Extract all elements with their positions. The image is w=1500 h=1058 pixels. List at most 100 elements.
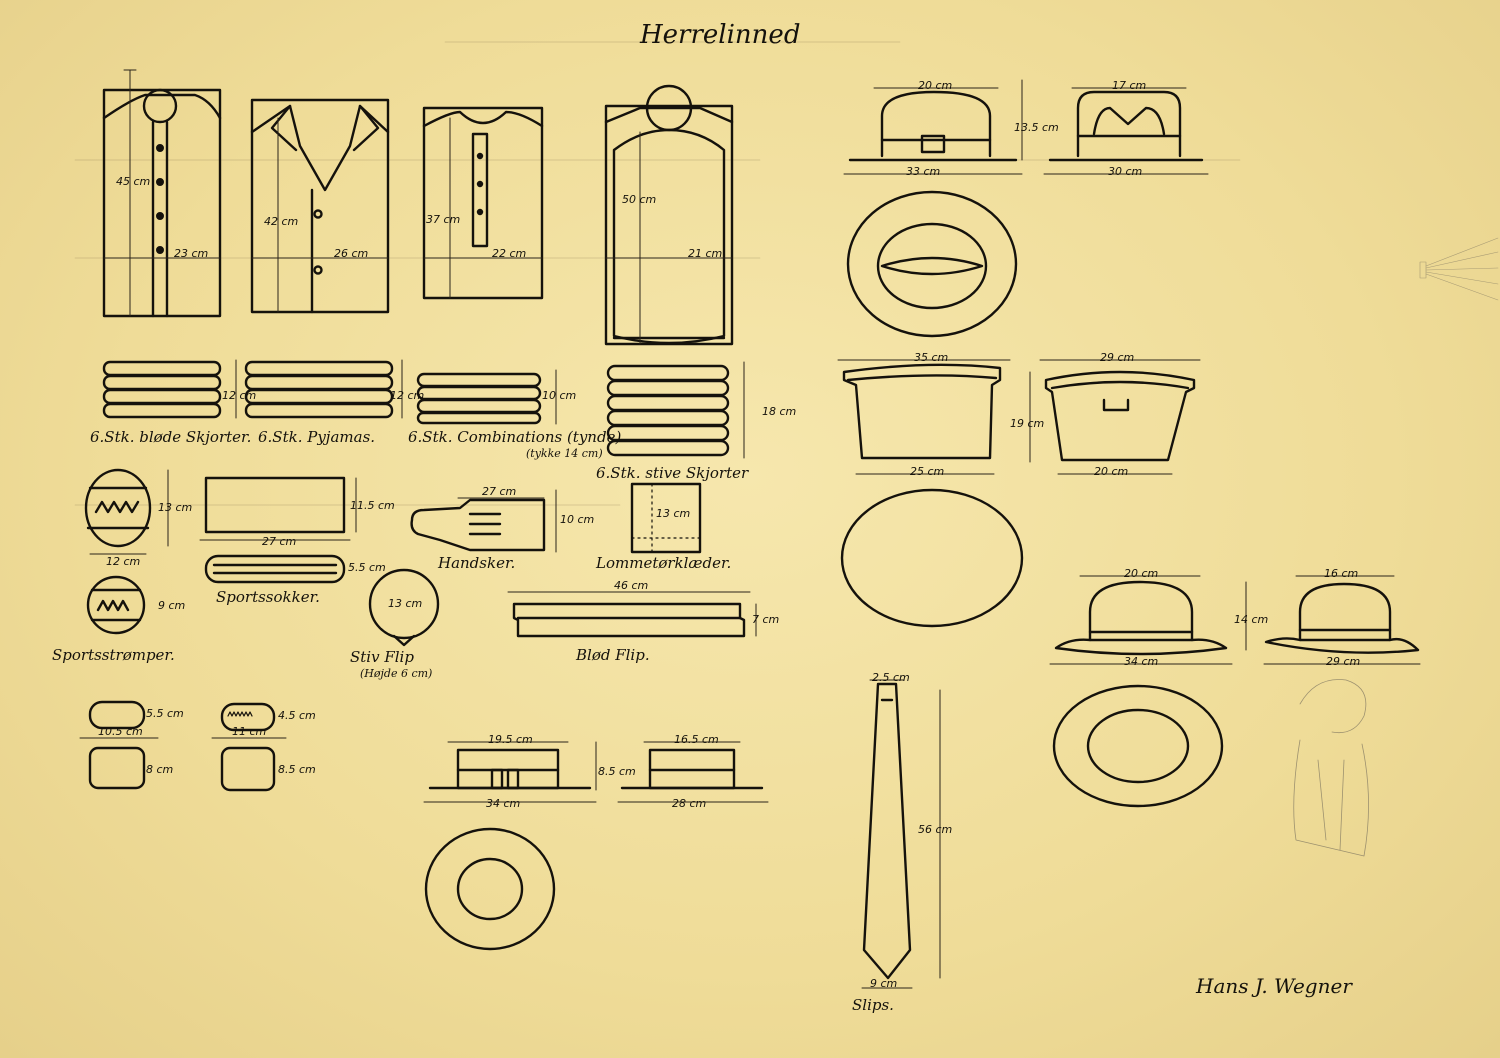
homburg-icon [848, 90, 1018, 162]
dim-hatbox2-top: 29 cm [1100, 351, 1135, 364]
dim-stack4: 18 cm [762, 405, 797, 418]
dim-shirt2-h: 42 cm [264, 215, 299, 228]
sock-ball-1-icon [84, 468, 152, 548]
dim-bowler1-top: 20 cm [1124, 567, 1159, 580]
label-gloves: Handsker. [438, 554, 516, 572]
dim-soft-collar-h: 7 cm [752, 613, 780, 626]
sport-socks-icon [204, 554, 346, 584]
stack-soft-shirts-icon [102, 360, 222, 419]
hatbox-top-icon [840, 488, 1024, 628]
shirt-3-icon [422, 106, 544, 300]
pencil-sketch-rays [1419, 237, 1499, 301]
glove-icon [410, 498, 546, 552]
dim-collar-ring: 13 cm [388, 597, 423, 610]
dim-glove-h: 10 cm [560, 513, 595, 526]
dim-soft-collar-w: 46 cm [614, 579, 649, 592]
bowler-top-icon [1052, 684, 1224, 808]
label-soft-shirts: 6.Stk. bløde Skjorter. [90, 428, 252, 446]
dim-boater2-brim: 28 cm [672, 797, 707, 810]
dim-homburg-top: 20 cm [918, 79, 953, 92]
stack-combinations-icon [416, 372, 542, 425]
dim-boater-h: 8.5 cm [598, 765, 636, 778]
dim-fedora-top: 17 cm [1112, 79, 1147, 92]
dim-box2-body: 8.5 cm [278, 763, 316, 776]
dim-boater1-top: 19.5 cm [488, 733, 533, 746]
shirt-4-icon [604, 84, 734, 346]
boater-2-icon [620, 748, 764, 790]
dim-tie-top: 2.5 cm [872, 671, 910, 684]
label-stiff-collar-note: (Højde 6 cm) [360, 667, 433, 680]
dim-bowler1-brim: 34 cm [1124, 655, 1159, 668]
stack-stiff-shirts-icon [606, 364, 730, 457]
dim-box2-w: 11 cm [232, 725, 267, 738]
dim-hatbox-h: 19 cm [1010, 417, 1045, 430]
dim-bowler2-top: 16 cm [1324, 567, 1359, 580]
dim-homburg-h: 13.5 cm [1014, 121, 1059, 134]
dim-homburg-brim: 33 cm [906, 165, 941, 178]
dim-stack1: 12 cm [222, 389, 257, 402]
label-tie: Slips. [852, 996, 894, 1014]
dim-glove-w: 27 cm [482, 485, 517, 498]
fedora-icon [1048, 90, 1204, 162]
stack-pyjamas-icon [244, 360, 394, 419]
dim-shirt4-h: 50 cm [622, 193, 657, 206]
hatbox-2-icon [1044, 370, 1196, 462]
label-pyjamas: 6.Stk. Pyjamas. [258, 428, 376, 446]
dim-box1-body: 8 cm [146, 763, 174, 776]
dim-ball1-w: 12 cm [106, 555, 141, 568]
label-sport-stockings: Sportsstrømper. [52, 646, 175, 664]
dim-ball2-h: 9 cm [158, 599, 186, 612]
dim-hatbox2-bottom: 20 cm [1094, 465, 1129, 478]
label-combinations-note: (tykke 14 cm) [526, 447, 603, 460]
dim-hanky: 13 cm [656, 507, 691, 520]
label-handkerchiefs: Lommetørklæder. [596, 554, 732, 572]
dim-shirt4-w: 21 cm [688, 247, 723, 260]
stiff-collar-icon [368, 568, 440, 647]
shirt-1-icon [102, 88, 222, 318]
hatbox-1-icon [842, 363, 1002, 460]
label-stiff-collar: Stiv Flip [350, 648, 414, 666]
hat-top-view-icon [846, 190, 1018, 338]
dim-shirt1-h: 45 cm [116, 175, 151, 188]
folded-pad-icon [204, 476, 346, 534]
label-sport-socks: Sportssokker. [216, 588, 320, 606]
dim-ball1-h: 13 cm [158, 501, 193, 514]
dim-tie-len: 56 cm [918, 823, 953, 836]
dim-bowler2-brim: 29 cm [1326, 655, 1361, 668]
dim-stack2: 12 cm [390, 389, 425, 402]
shirt-2-icon [250, 98, 390, 314]
dim-box2-h: 4.5 cm [278, 709, 316, 722]
collar-box-2-icon [220, 702, 276, 792]
collar-box-1-icon [88, 700, 146, 790]
dim-tie-bottom: 9 cm [870, 977, 898, 990]
bowler-2-icon [1264, 582, 1420, 654]
dim-bowler-h: 14 cm [1234, 613, 1269, 626]
dim-boater1-brim: 34 cm [486, 797, 521, 810]
sheet-title: Herrelinned [640, 20, 801, 50]
boater-1-icon [428, 748, 592, 790]
tie-icon [862, 682, 912, 980]
dim-stack3: 10 cm [542, 389, 577, 402]
signature: Hans J. Wegner [1196, 974, 1352, 998]
dim-shirt3-w: 22 cm [492, 247, 527, 260]
label-soft-collar: Blød Flip. [576, 646, 650, 664]
dimension-lines [79, 69, 1421, 989]
dim-pad-h: 11.5 cm [350, 499, 395, 512]
pencil-sketch-figure [1293, 679, 1369, 857]
dim-shirt3-h: 37 cm [426, 213, 461, 226]
dim-hatbox-bottom: 25 cm [910, 465, 945, 478]
sock-ball-2-icon [86, 575, 146, 635]
dim-shirt2-w: 26 cm [334, 247, 369, 260]
dim-pad-w: 27 cm [262, 535, 297, 548]
bowler-1-icon [1054, 580, 1228, 656]
dim-box1-h: 5.5 cm [146, 707, 184, 720]
dim-box1-w: 10.5 cm [98, 725, 143, 738]
label-stiff-shirts: 6.Stk. stive Skjorter [596, 464, 749, 482]
dim-hatbox-top: 35 cm [914, 351, 949, 364]
dim-socks-h: 5.5 cm [348, 561, 386, 574]
boater-top-icon [424, 827, 556, 951]
dim-fedora-brim: 30 cm [1108, 165, 1143, 178]
soft-collar-icon [512, 602, 746, 638]
